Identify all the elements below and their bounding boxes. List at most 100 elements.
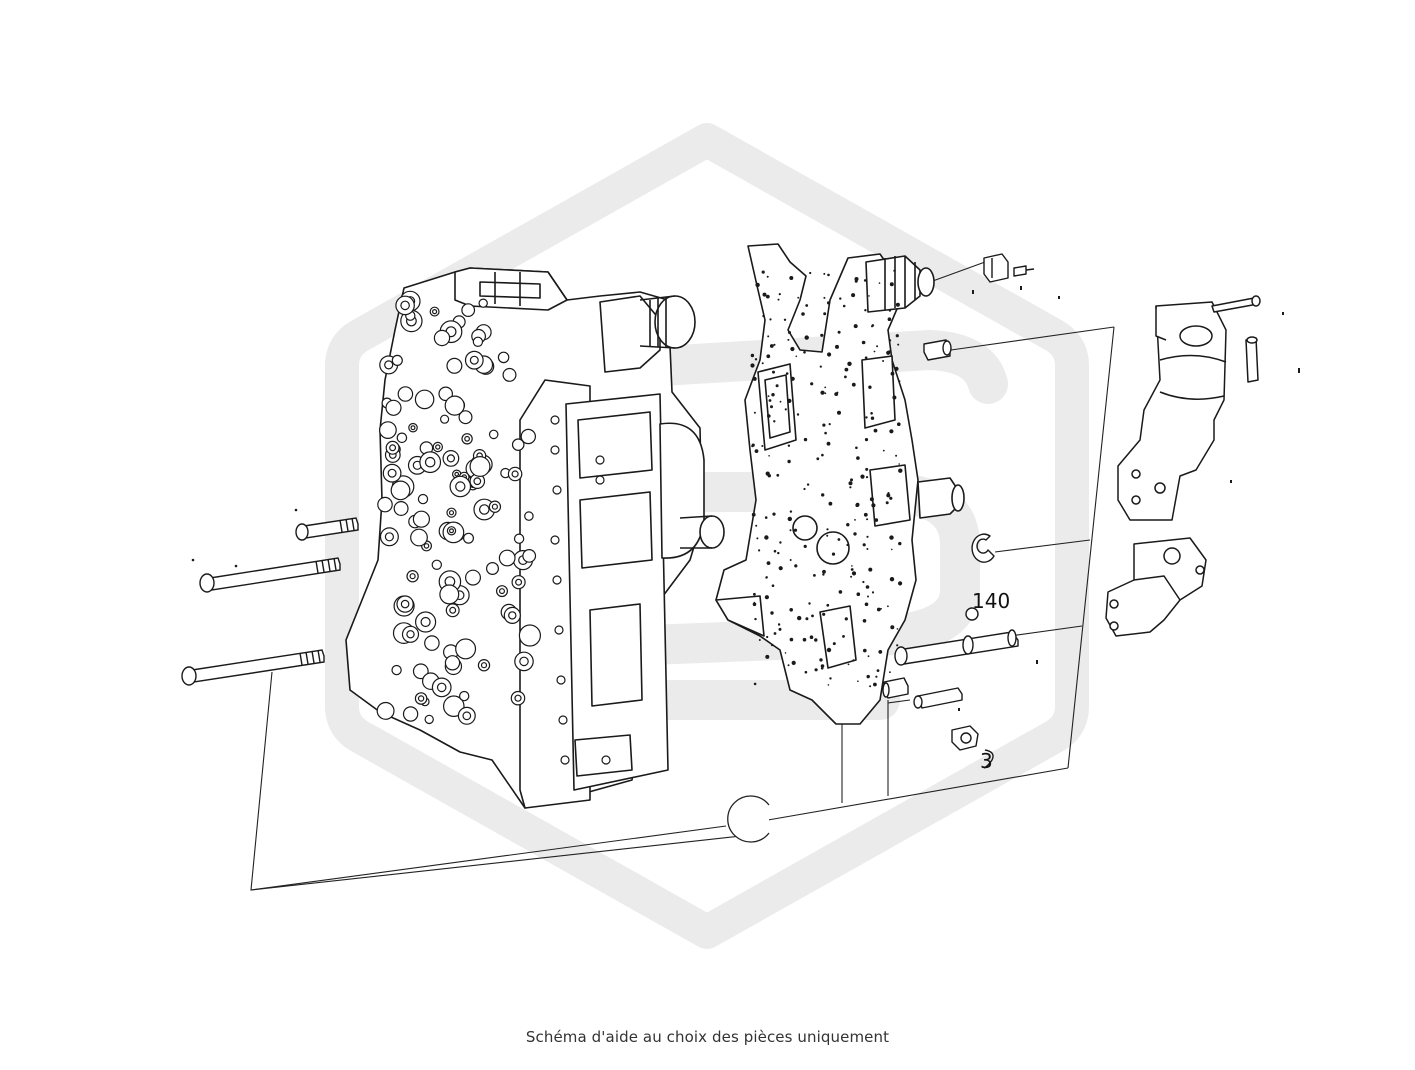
plate-trace-dot (850, 478, 853, 482)
plate-trace-dot (789, 510, 793, 513)
plate-trace-dot (787, 444, 791, 447)
valve-bore (459, 690, 470, 702)
plate-trace-dot (873, 682, 877, 687)
plate-trace-dot (755, 282, 760, 288)
plate-trace-dot (772, 512, 776, 516)
plate-trace-dot (754, 358, 758, 361)
valve-bore (488, 429, 499, 440)
plate-trace-dot (766, 635, 769, 639)
valve-bore-inner (400, 599, 410, 609)
plate-trace-dot (888, 350, 891, 353)
callout-circle (727, 795, 770, 843)
valve-bore (440, 414, 450, 424)
plate-trace-dot (864, 356, 868, 360)
plate-trace-dot (824, 431, 827, 435)
plate-trace-dot (795, 355, 798, 358)
valve-bore-inner (519, 656, 529, 667)
plate-trace-dot (871, 503, 876, 508)
plate-trace-dot (766, 561, 771, 565)
leader-lines (250, 261, 1115, 891)
plate-trace-dot (813, 574, 816, 577)
plate-trace-dot (765, 576, 768, 579)
plate-trace-dot (796, 413, 800, 416)
plate-trace-dot (871, 324, 875, 327)
plate-trace-dot (866, 535, 869, 538)
plate-trace-dot (808, 602, 811, 605)
plate-trace-dot (787, 338, 790, 341)
plate-trace-dot (876, 607, 881, 612)
valve-bore (424, 635, 440, 651)
plate-trace-dot (889, 339, 892, 342)
plate-trace-dot (861, 340, 866, 345)
plate-trace-dot (848, 481, 853, 486)
plate-trace-dot (863, 648, 867, 653)
valve-bore-inner (410, 425, 416, 431)
plate-trace-dot (869, 685, 872, 688)
plate-trace-dot (865, 476, 869, 479)
valve-bore-inner (435, 444, 441, 450)
actuator-bracket (1105, 537, 1207, 637)
plate-trace-dot (787, 398, 792, 403)
plate-trace-dot (822, 569, 826, 574)
plate-trace-dot (776, 473, 780, 477)
plate-trace-dot (762, 314, 765, 318)
plate-trace-dot (829, 677, 832, 680)
plate-trace-dot (865, 467, 869, 471)
plate-trace-dot (797, 296, 800, 299)
plate-trace-dot (819, 658, 823, 662)
plate-trace-dot (849, 486, 852, 489)
plate-trace-dot (769, 344, 774, 348)
plate-trace-dot (770, 611, 774, 615)
valve-bore (524, 511, 534, 521)
plate-trace-dot (851, 571, 857, 576)
plate-trace-dot (764, 516, 768, 519)
valve-bore-inner (454, 471, 460, 477)
plate-trace-dot (770, 405, 773, 409)
plate-trace-dot (826, 441, 831, 446)
plate-trace-dot (862, 619, 867, 623)
plate-trace-dot (794, 564, 798, 568)
small-parts (882, 253, 1035, 769)
plate-trace-dot (842, 304, 846, 308)
plate-trace-dot (766, 354, 771, 359)
plate-trace-dot (865, 585, 870, 589)
valve-bore (518, 624, 542, 647)
plate-trace-dot (864, 309, 867, 312)
plate-trace-dot (852, 659, 855, 662)
plate-trace-dot (842, 635, 845, 638)
valve-bore (417, 493, 429, 505)
plate-trace-dot (805, 617, 809, 621)
plate-trace-dot (863, 512, 868, 517)
bolt-short (295, 517, 359, 541)
plate-trace-dot (803, 437, 808, 442)
plate-trace-dot (853, 532, 857, 536)
plate-trace-dot (822, 573, 825, 576)
plate-trace-dot (856, 456, 860, 460)
plate-trace-dot (827, 273, 830, 277)
plate-trace-dot (882, 449, 885, 452)
plate-trace-dot (862, 543, 866, 547)
plate-trace-dot (847, 663, 850, 666)
plate-trace-dot (773, 343, 776, 346)
plate-trace-dot (838, 590, 843, 594)
plate-trace-dot (864, 602, 869, 607)
plate-trace-dot (814, 638, 818, 642)
plate-trace-dot (874, 518, 879, 522)
valve-body-bores (376, 290, 611, 765)
plate-trace-dot (767, 414, 771, 418)
plate-trace-dot (778, 566, 783, 571)
plate-trace-dot (764, 535, 769, 540)
valve-bore (465, 569, 482, 586)
plate-trace-dot (856, 592, 861, 596)
plate-trace-dot (819, 365, 822, 368)
valve-bore (444, 395, 465, 416)
plate-trace-dot (789, 637, 794, 642)
bolt-long (181, 649, 325, 686)
plate-trace-dot (753, 592, 756, 596)
sleeve-bushing-top (923, 339, 952, 361)
plate-trace-dot (850, 575, 853, 578)
plate-trace-dot (811, 614, 814, 618)
face-plate-hole (550, 535, 560, 545)
snap-ring (971, 533, 995, 563)
